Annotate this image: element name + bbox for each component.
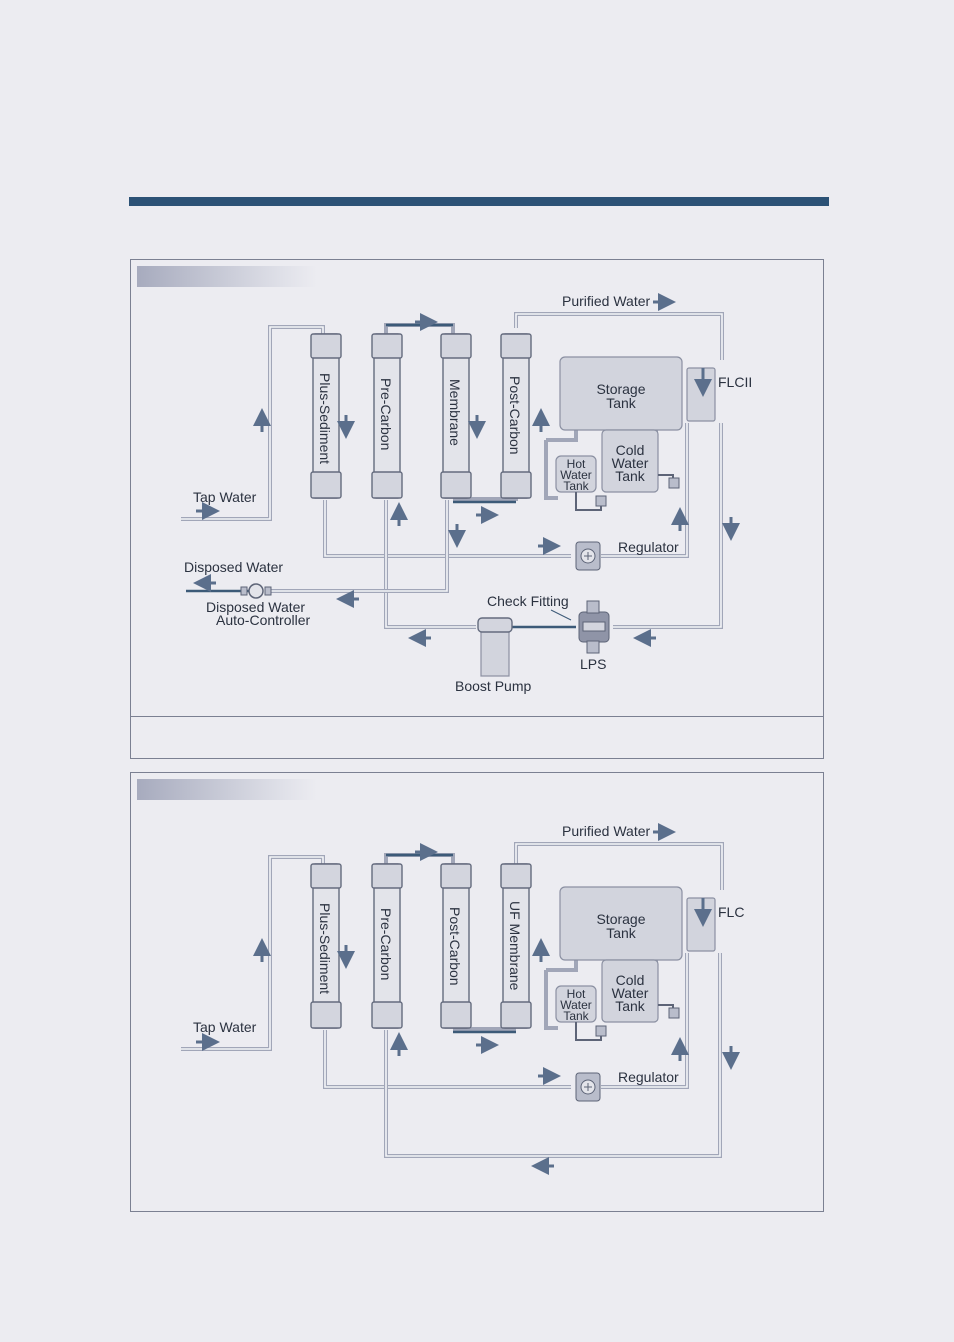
svg-text:Auto-Controller: Auto-Controller: [216, 612, 310, 628]
cartridge-uf-membrane: UF Membrane: [500, 863, 532, 1029]
panel-tag: [137, 779, 317, 800]
cartridge-label: Post-Carbon: [507, 376, 523, 455]
svg-text:Check Fitting: Check Fitting: [487, 593, 569, 609]
cold-water-tank: Cold Water Tank: [601, 959, 659, 1023]
svg-text:LPS: LPS: [580, 656, 606, 672]
svg-text:Regulator: Regulator: [618, 539, 679, 555]
disposed-water-label: Disposed Water: [184, 559, 283, 575]
svg-text:Storage: Storage: [596, 911, 645, 927]
svg-text:Tank: Tank: [563, 479, 589, 493]
pipes: [181, 842, 724, 1158]
flow-arrows: [196, 823, 740, 1175]
hot-water-tank: Hot Water Tank: [555, 455, 597, 493]
purified-water-label: Purified Water: [562, 823, 651, 839]
svg-text:Tank: Tank: [615, 468, 646, 484]
svg-text:Water: Water: [612, 455, 649, 471]
uf-system-panel: Plus-Sediment Pre-Carbon Post-Carbon UF …: [130, 772, 824, 1212]
storage-tank: Storage Tank: [559, 886, 683, 961]
cartridge-post-carbon: Post-Carbon: [500, 333, 532, 499]
svg-text:Hot: Hot: [567, 457, 586, 471]
purified-water-label: Purified Water: [562, 293, 651, 309]
cartridge-label: Plus-Sediment: [317, 903, 333, 994]
hot-water-tank: Hot Water Tank: [555, 985, 597, 1023]
lps-switch: LPS Check Fitting: [487, 593, 610, 672]
cartridge-membrane: Membrane: [440, 333, 472, 499]
svg-text:Hot: Hot: [567, 987, 586, 1001]
cold-water-tank: Cold Water Tank: [601, 429, 659, 493]
svg-text:Water: Water: [612, 985, 649, 1001]
svg-text:FLC: FLC: [718, 904, 744, 920]
uf-flow-diagram: Plus-Sediment Pre-Carbon Post-Carbon UF …: [181, 823, 744, 1175]
svg-text:Storage: Storage: [596, 381, 645, 397]
pump-icon: Boost Pump: [455, 617, 531, 694]
regulator: Regulator: [575, 539, 679, 571]
cartridge-label: UF Membrane: [507, 901, 523, 991]
cartridge-label: Pre-Carbon: [378, 908, 394, 980]
svg-text:Disposed Water: Disposed Water: [206, 599, 305, 615]
ro-flow-diagram: Plus-Sediment Pre-Carbon Membrane Post-C…: [181, 293, 752, 694]
svg-text:Tank: Tank: [615, 998, 646, 1014]
panel-caption: [131, 716, 823, 759]
cartridge-label: Post-Carbon: [447, 907, 463, 986]
flc-valve: FLC: [686, 897, 744, 952]
regulator: Regulator: [575, 1069, 679, 1102]
storage-tank: Storage Tank: [559, 356, 683, 431]
svg-text:Tank: Tank: [606, 925, 637, 941]
disposed-water-auto-controller: Disposed Water Auto-Controller: [206, 583, 310, 628]
svg-text:Cold: Cold: [616, 972, 645, 988]
svg-text:Cold: Cold: [616, 442, 645, 458]
title-bar: [129, 197, 829, 206]
panel-tag: [137, 266, 317, 287]
cartridge-label: Pre-Carbon: [378, 378, 394, 450]
cartridge-label: Plus-Sediment: [317, 373, 333, 464]
ro-system-panel: Plus-Sediment Pre-Carbon Membrane Post-C…: [130, 259, 824, 759]
svg-text:Regulator: Regulator: [618, 1069, 679, 1085]
svg-text:Water: Water: [560, 998, 592, 1012]
cartridge-pre-carbon: Pre-Carbon: [371, 863, 403, 1029]
tap-water-label: Tap Water: [193, 489, 257, 505]
pipes: [181, 312, 724, 629]
svg-text:Tank: Tank: [563, 1009, 589, 1023]
svg-text:Boost Pump: Boost Pump: [455, 678, 531, 694]
faucet-icon: [575, 474, 680, 511]
tap-water-label: Tap Water: [193, 1019, 257, 1035]
cartridge-plus-sediment: Plus-Sediment: [310, 863, 342, 1029]
cartridge-post-carbon: Post-Carbon: [440, 863, 472, 1029]
cartridge-plus-sediment: Plus-Sediment: [310, 333, 342, 499]
cartridge-label: Membrane: [447, 379, 463, 446]
svg-text:Water: Water: [560, 468, 592, 482]
flow-arrows: [193, 293, 740, 647]
svg-text:FLCII: FLCII: [718, 374, 752, 390]
faucet-icon: [575, 1004, 680, 1041]
svg-text:Tank: Tank: [606, 395, 637, 411]
flc-valve: FLCII: [686, 367, 752, 422]
cartridge-pre-carbon: Pre-Carbon: [371, 333, 403, 499]
